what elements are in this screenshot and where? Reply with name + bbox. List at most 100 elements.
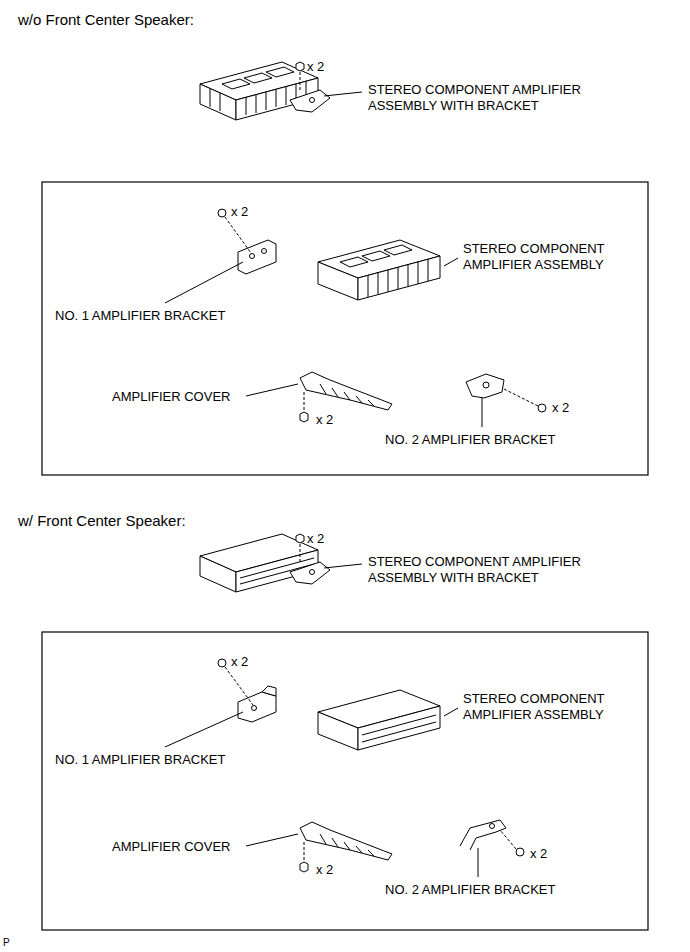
drawing-line [286, 87, 287, 105]
drawing-shape [516, 848, 524, 856]
part-name: NO. 1 AMPLIFIER BRACKET [55, 752, 226, 768]
drawing-line [266, 92, 267, 110]
drawing-shape [483, 382, 489, 388]
drawing-line [428, 259, 429, 281]
part-name: STEREO COMPONENT AMPLIFIER ASSEMBLY WITH… [368, 554, 608, 586]
quantity-label: x 2 [530, 846, 547, 862]
drawing-shape [310, 98, 315, 103]
drawing-line [368, 400, 374, 406]
drawing-shape [296, 534, 304, 543]
drawing-line [210, 89, 211, 107]
drawing-line [304, 392, 305, 413]
drawing-line [388, 270, 389, 292]
quantity-label: x 2 [316, 412, 333, 428]
drawing-line [320, 834, 326, 844]
drawing-line [418, 262, 419, 284]
drawing-line [246, 97, 247, 115]
drawing-shape [290, 90, 330, 112]
drawing-shape [300, 822, 392, 860]
drawing-line [320, 384, 326, 394]
drawing-line [482, 398, 483, 427]
drawing-shape [318, 712, 358, 750]
quantity-label: x 2 [307, 59, 324, 75]
drawing-line [220, 93, 221, 111]
drawing-line [460, 820, 506, 850]
part-name: NO. 1 AMPLIFIER BRACKET [55, 308, 226, 324]
drawing-shape [218, 209, 226, 217]
drawing-line [246, 384, 298, 396]
group-frame [42, 182, 648, 475]
drawing-line [408, 264, 409, 286]
drawing-line [362, 722, 436, 742]
quantity-label: x 2 [231, 654, 248, 670]
part-name: AMPLIFIER COVER [112, 839, 230, 855]
drawing-shape [318, 262, 358, 300]
drawing-shape [300, 372, 392, 410]
drawing-line [368, 850, 374, 856]
drawing-line [356, 396, 362, 403]
drawing-shape [262, 686, 276, 696]
drawing-line [378, 272, 379, 294]
drawing-shape [538, 404, 546, 412]
drawing-line [304, 842, 305, 863]
drawing-shape [490, 824, 495, 829]
quantity-label: x 2 [231, 204, 248, 220]
drawing-shape [300, 412, 308, 422]
drawing-shape [362, 251, 390, 261]
drawing-line [225, 217, 251, 253]
drawing-shape [238, 692, 276, 722]
drawing-shape [200, 84, 236, 120]
drawing-shape [290, 562, 330, 584]
drawing-line [368, 275, 369, 297]
amplifier-assembly-drawing [200, 534, 362, 592]
quantity-label: x 2 [552, 400, 569, 416]
drawing-line [256, 95, 257, 113]
quantity-label: x 2 [316, 862, 333, 878]
part-name: STEREO COMPONENT AMPLIFIER ASSEMBLY WITH… [368, 82, 608, 114]
drawing-line [356, 846, 362, 853]
drawing-shape [466, 374, 504, 398]
drawing-line [444, 708, 458, 716]
drawing-shape [266, 67, 294, 77]
part-name: NO. 2 AMPLIFIER BRACKET [385, 432, 556, 448]
amplifier-assembly-drawing [200, 62, 362, 120]
drawing-shape [300, 862, 308, 872]
drawing-line [324, 92, 362, 96]
drawing-line [300, 544, 301, 562]
drawing-line [398, 267, 399, 289]
drawing-shape [218, 659, 226, 667]
drawing-shape [358, 256, 440, 300]
section-heading: w/o Front Center Speaker: [18, 10, 194, 29]
page-mark: P [3, 936, 10, 949]
drawing-line [300, 72, 301, 90]
drawing-line [502, 388, 538, 406]
drawing-line [276, 89, 277, 107]
drawing-shape [252, 706, 257, 711]
drawing-line [444, 258, 458, 266]
drawing-line [165, 712, 243, 747]
group-frame [42, 632, 648, 930]
drawing-line [332, 838, 338, 847]
quantity-label: x 2 [307, 531, 324, 547]
drawing-shape [340, 257, 368, 267]
drawing-shape [200, 556, 236, 592]
drawing-line [344, 842, 350, 850]
drawing-line [225, 667, 253, 705]
drawing-line [344, 392, 350, 400]
drawing-shape [262, 249, 267, 254]
drawing-shape [310, 570, 315, 575]
part-name: NO. 2 AMPLIFIER BRACKET [385, 882, 556, 898]
drawing-line [332, 388, 338, 397]
part-name: AMPLIFIER COVER [112, 389, 230, 405]
part-name: STEREO COMPONENT AMPLIFIER ASSEMBLY [463, 691, 633, 723]
drawing-shape [238, 240, 276, 274]
drawing-shape [296, 62, 304, 71]
drawing-line [500, 830, 516, 849]
drawing-line [478, 848, 479, 877]
drawing-shape [244, 73, 272, 83]
section-heading: w/ Front Center Speaker: [18, 511, 186, 530]
drawing-line [246, 834, 298, 846]
part-name: STEREO COMPONENT AMPLIFIER ASSEMBLY [463, 241, 633, 273]
